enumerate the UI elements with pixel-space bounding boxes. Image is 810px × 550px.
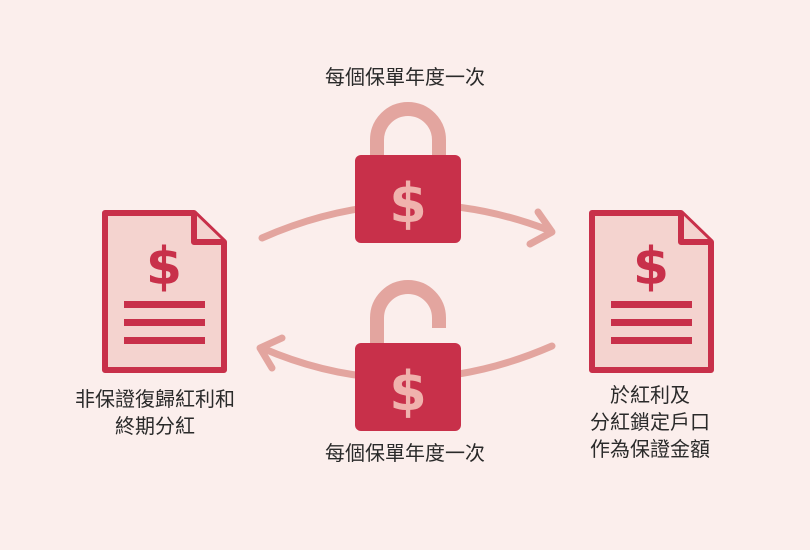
right-label-line-1: 於紅利及 [610, 383, 690, 407]
svg-text:$: $ [389, 172, 427, 235]
bottom-cycle-label: 每個保單年度一次 [255, 440, 555, 467]
left-label-line-2: 終期分紅 [115, 414, 195, 438]
dollar-document-icon: $ [102, 210, 227, 373]
locked-padlock-dollar-icon: $ [355, 102, 461, 243]
bottom-cycle-label-text: 每個保單年度一次 [325, 441, 485, 465]
right-label-line-3: 作為保證金額 [590, 437, 710, 461]
top-cycle-label-text: 每個保單年度一次 [325, 65, 485, 89]
dollar-document-icon: $ [589, 210, 714, 373]
svg-text:$: $ [389, 360, 427, 423]
svg-text:$: $ [633, 237, 669, 297]
left-label-line-1: 非保證復歸紅利和 [75, 387, 235, 411]
left-document-label: 非保證復歸紅利和 終期分紅 [30, 386, 280, 440]
right-document-label: 於紅利及 分紅鎖定戶口 作為保證金額 [520, 382, 780, 463]
unlocked-padlock-dollar-icon: $ [355, 280, 461, 431]
right-label-line-2: 分紅鎖定戶口 [590, 410, 710, 434]
top-cycle-label: 每個保單年度一次 [255, 64, 555, 91]
svg-text:$: $ [146, 237, 182, 297]
